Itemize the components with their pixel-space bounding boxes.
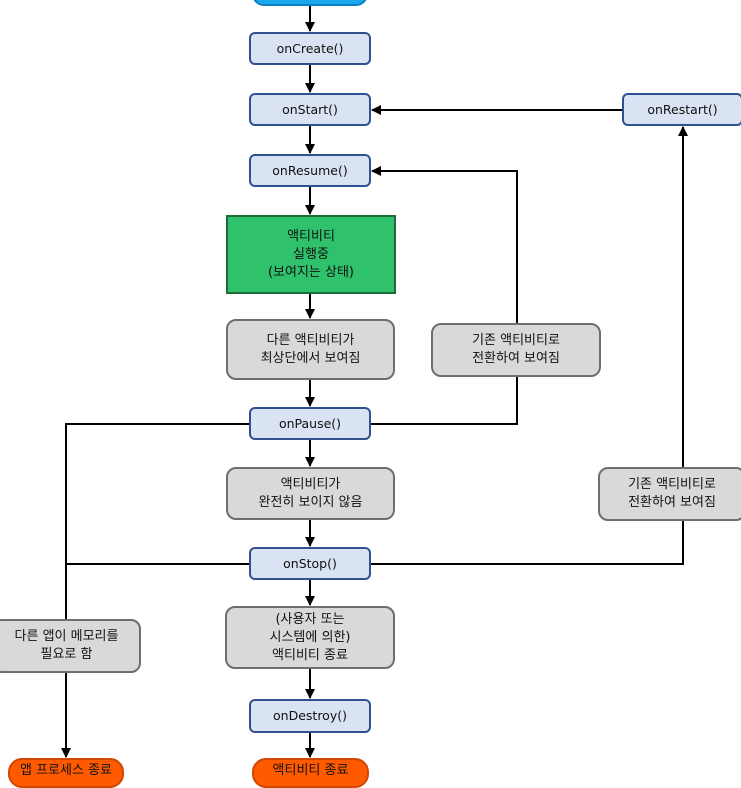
onresume-node: onResume() <box>249 154 371 187</box>
onpause-node: onPause() <box>249 407 371 440</box>
onstop-node: onStop() <box>249 547 371 580</box>
onstart-node: onStart() <box>249 93 371 126</box>
other-activity-top-node: 다른 액티비티가 최상단에서 보여짐 <box>226 319 395 380</box>
oncreate-node: onCreate() <box>249 32 371 65</box>
memory-needed-node: 다른 앱이 메모리를 필요로 함 <box>0 619 141 673</box>
return-to-activity-node: 기존 액티비티로 전환하여 보여짐 <box>431 323 601 377</box>
return-to-activity-node-2: 기존 액티비티로 전환하여 보여짐 <box>598 467 741 521</box>
activity-finish-node: (사용자 또는 시스템에 의한) 액티비티 종료 <box>225 606 395 669</box>
process-killed-node: 앱 프로세스 종료 <box>8 758 124 788</box>
ondestroy-node: onDestroy() <box>249 699 371 733</box>
not-visible-node: 액티비티가 완전히 보이지 않음 <box>226 467 395 520</box>
launch-node <box>252 0 368 6</box>
running-node: 액티비티 실행중 (보여지는 상태) <box>226 215 396 294</box>
onrestart-node: onRestart() <box>622 93 741 126</box>
activity-shutdown-node: 액티비티 종료 <box>252 758 369 788</box>
